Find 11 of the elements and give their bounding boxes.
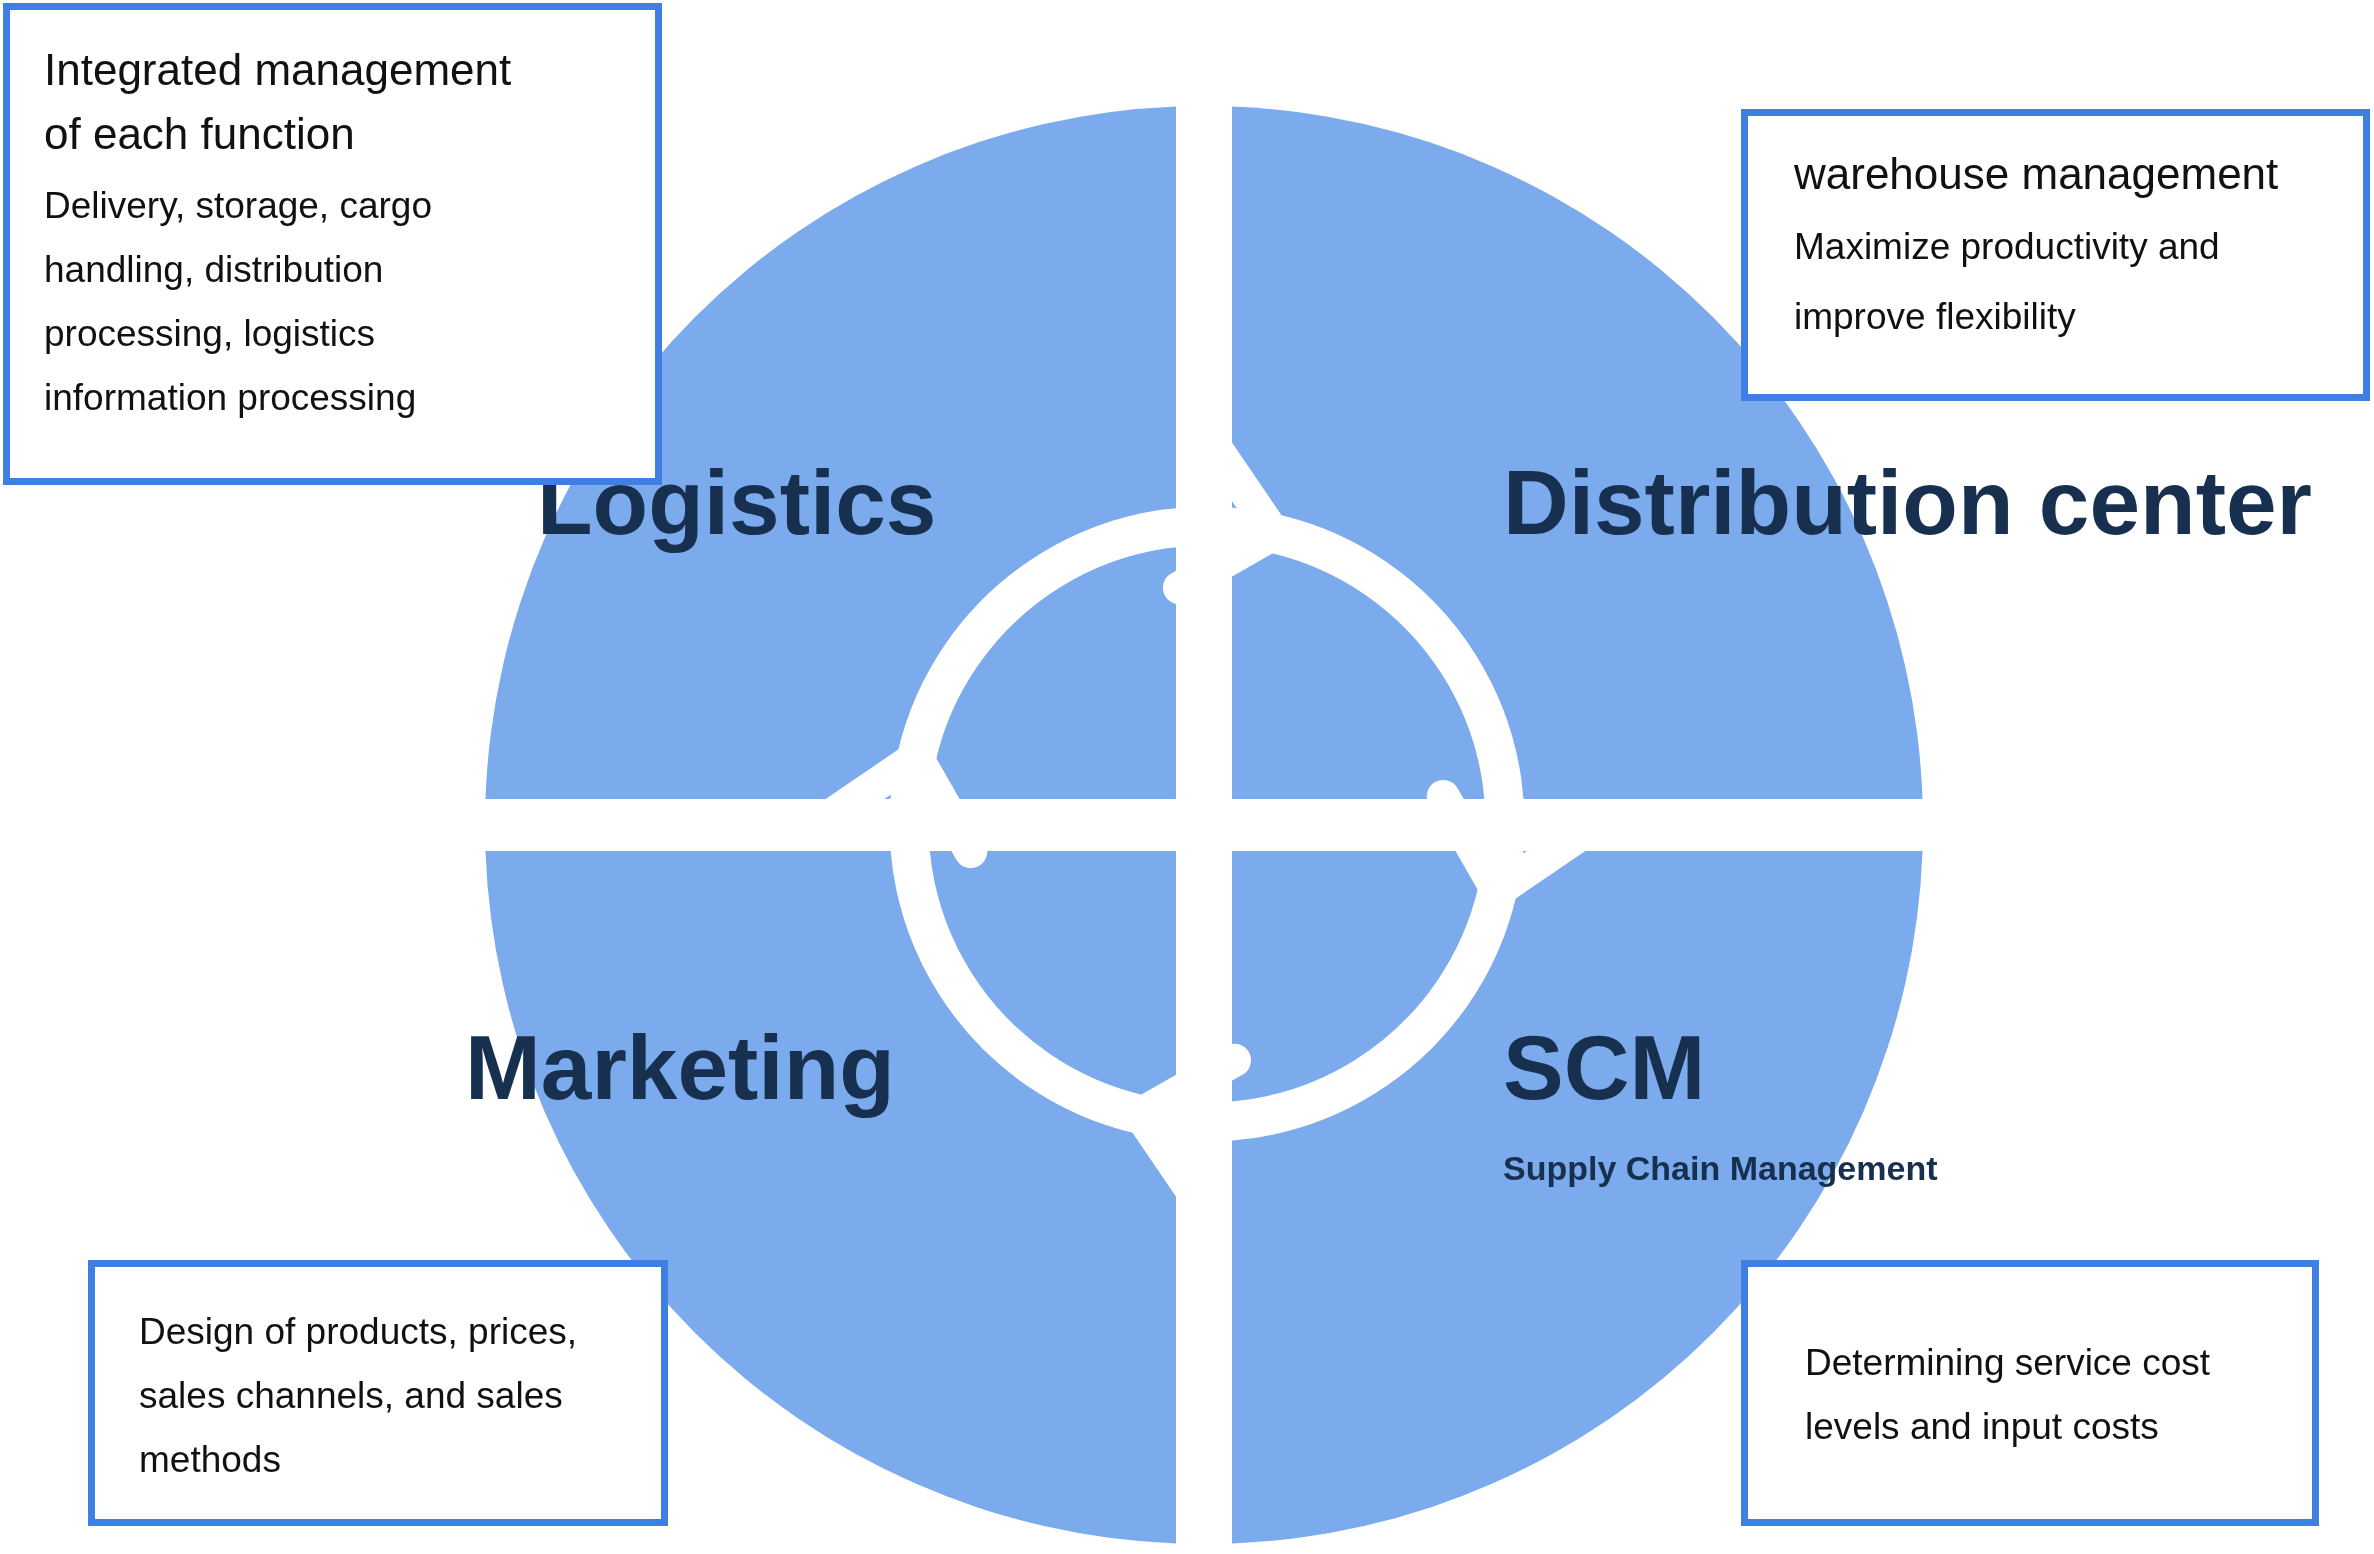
callout-text: Maximize productivity and improve flexibility — [1794, 225, 2221, 339]
callout-heading: warehouse management — [1794, 148, 2280, 200]
quadrant-subtitle: Supply Chain Management — [1503, 1149, 1938, 1189]
callout-heading: Integrated management of each function — [44, 44, 513, 160]
callout-box — [1741, 1260, 2319, 1526]
callout-text: Delivery, storage, cargo handling, distribution processing, logistics information processing — [44, 184, 433, 420]
callout-box — [1741, 109, 2370, 401]
callout-box — [88, 1260, 668, 1526]
callout-text: Determining service cost levels and input costs — [1805, 1341, 2212, 1449]
callout-text: Design of products, prices, sales channels, and sales methods — [139, 1310, 579, 1482]
quadrant-title: SCM — [1503, 1016, 1706, 1120]
